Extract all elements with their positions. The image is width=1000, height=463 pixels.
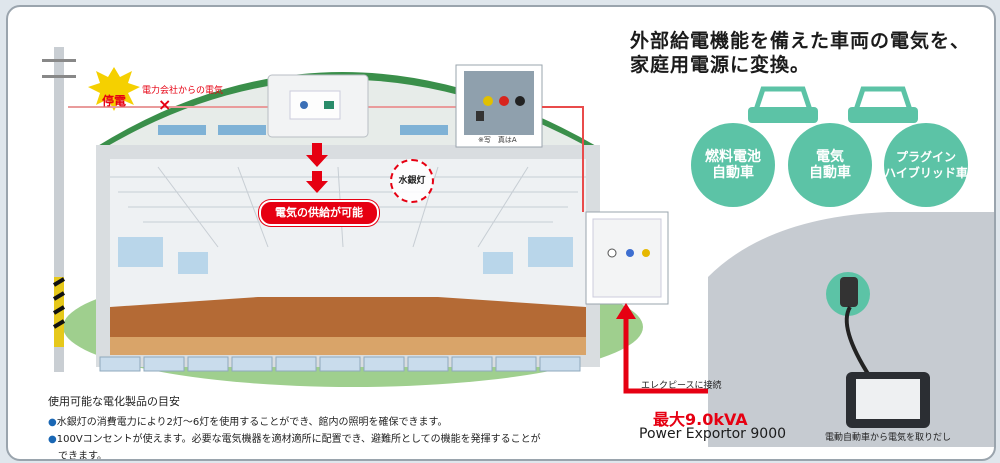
power-company-label: 電力会社からの電気 — [142, 86, 224, 96]
connect-arrowhead — [616, 303, 636, 319]
side-windows — [118, 237, 573, 274]
utility-pole — [54, 47, 64, 372]
pole-crossarm — [42, 59, 76, 62]
plug-cable — [844, 305, 872, 379]
notes-item: ●100Vコンセントが使えます。必要な電気機器を適材適所に配置でき、避難所として… — [48, 430, 541, 445]
notes-heading: 使用可能な電化製品の目安 — [48, 395, 180, 408]
vehicle-icons-fill — [748, 107, 918, 123]
charge-plug — [840, 277, 858, 307]
connect-label: エレクピースに接続 — [641, 381, 722, 391]
power-exportor-panel — [856, 379, 920, 419]
headline: 外部給電機能を備えた車両の電気を、 家庭用電源に変換。 — [630, 29, 970, 77]
wood-wall — [110, 297, 586, 337]
notes-item-cont: できます。 — [58, 451, 107, 461]
panel-caption: ※写 真はA — [478, 136, 517, 144]
headline-line1: 外部給電機能を備えた車両の電気を、 — [630, 30, 971, 52]
outage-burst — [88, 67, 140, 111]
notes-item: ●水銀灯の消費電力により2灯～6灯を使用することができ、館内の照明を確保できます… — [48, 413, 541, 428]
gym-floor — [110, 337, 586, 355]
vehicle-phev: プラグイン ハイブリッド車 — [881, 149, 971, 181]
pole-crossarm-2 — [42, 75, 76, 78]
ceiling-truss — [110, 166, 586, 248]
cross-mark: × — [158, 95, 172, 114]
product-name: Power Exportor 9000 — [639, 426, 787, 442]
vehicle-fuel-cell-line2: 自動車 — [712, 165, 754, 181]
down-arrow-1 — [306, 143, 328, 167]
panel-to-inlet-line — [542, 106, 584, 212]
vehicle-fuel-cell-line1: 燃料電池 — [705, 149, 761, 165]
power-inlet — [592, 218, 662, 298]
vehicle-ev-line2: 自動車 — [809, 165, 851, 181]
bubble-fuel-cell — [691, 123, 775, 207]
headline-line2: 家庭用電源に変換。 — [630, 54, 811, 76]
base-windows — [99, 356, 581, 372]
max-output: 最大9.0kVA — [653, 410, 748, 429]
bullet-icon: ● — [48, 417, 57, 428]
vehicle-fuel-cell: 燃料電池 自動車 — [698, 149, 768, 181]
usage-notes: 使用可能な電化製品の目安 ●水銀灯の消費電力により2灯～6灯を使用することができ… — [48, 393, 541, 461]
outage-label: 停電 — [102, 94, 127, 108]
bubble-phev — [884, 123, 968, 207]
bubble-ev — [788, 123, 872, 207]
diagram-frame: 外部給電機能を備えた車両の電気を、 家庭用電源に変換。 停電 電力会社からの電気… — [6, 5, 996, 461]
notes-item-text: 100Vコンセントが使えます。必要な電気機器を適材適所に配置でき、避難所としての… — [56, 434, 541, 445]
diagram-graphics — [42, 47, 994, 447]
notes-item-text: 水銀灯の消費電力により2灯～6灯を使用することができ、館内の照明を確保できます。 — [56, 417, 448, 428]
vehicle-ev-line1: 電気 — [816, 149, 844, 165]
mercury-lamp-label: 水銀灯 — [390, 159, 434, 203]
pole-stripes-dark — [52, 277, 66, 329]
exportor-caption: 電動自動車から電気を取りだし — [825, 433, 952, 443]
supply-label: 電気の供給が可能 — [259, 200, 379, 226]
vehicle-ev: 電気 自動車 — [795, 149, 865, 181]
down-arrow-2 — [306, 171, 328, 193]
bullet-icon: ● — [48, 434, 57, 445]
vehicle-phev-line2: ハイブリッド車 — [884, 166, 968, 180]
vehicle-phev-line1: プラグイン — [895, 150, 956, 164]
